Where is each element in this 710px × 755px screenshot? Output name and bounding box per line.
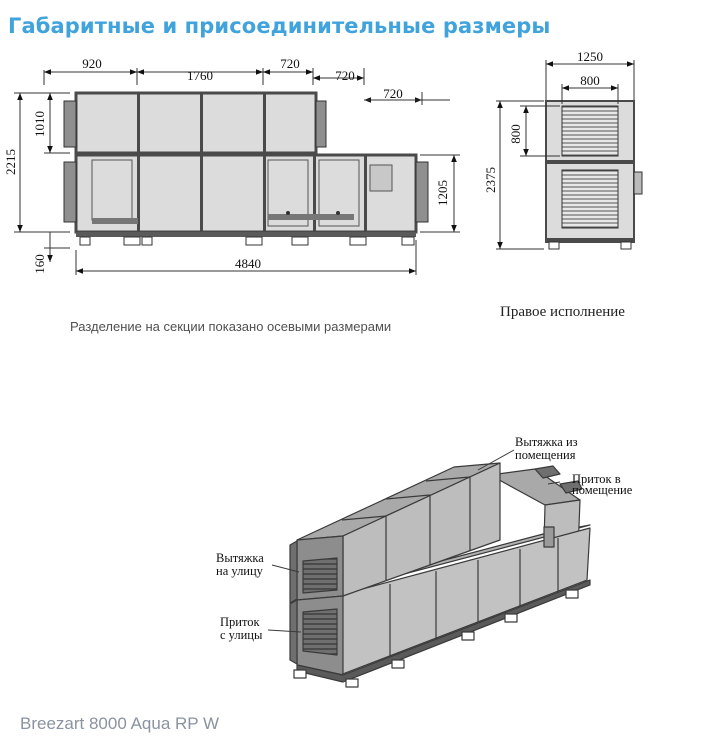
isometric-labels: Вытяжка из помещения Приток в помещение … (216, 435, 633, 642)
label-supply-from-outside-2: с улицы (220, 628, 263, 642)
dim-720-a: 720 (280, 56, 300, 71)
end-view-dimensions: 1250 800 800 2375 (483, 49, 603, 193)
model-name-footer: Breezart 8000 Aqua RP W (20, 714, 220, 733)
dim-1010: 1010 (32, 111, 47, 137)
dim-1760: 1760 (187, 68, 213, 83)
dim-800-height: 800 (508, 124, 523, 144)
label-supply-to-room-1: Приток в (572, 472, 621, 486)
label-exhaust-from-room-2: помещения (515, 448, 576, 462)
side-view-dimensions: 920 1760 720 720 720 4840 2215 1010 1205… (3, 56, 450, 274)
isometric-view (267, 449, 591, 688)
label-supply-to-room-2: помещение (572, 483, 633, 497)
label-exhaust-outside-1: Вытяжка (216, 551, 264, 565)
dim-4840: 4840 (235, 256, 261, 271)
label-exhaust-from-room-1: Вытяжка из (515, 435, 578, 449)
dim-800-width: 800 (580, 73, 600, 88)
right-variant-label: Правое исполнение (500, 304, 625, 320)
dim-1205: 1205 (435, 180, 450, 206)
end-view (496, 60, 643, 250)
label-exhaust-outside-2: на улицу (216, 564, 264, 578)
dim-1250: 1250 (577, 49, 603, 64)
side-view (14, 68, 460, 275)
dim-160: 160 (32, 254, 47, 274)
dim-920: 920 (82, 56, 102, 71)
label-supply-from-outside-1: Приток (220, 615, 261, 629)
dim-720-c: 720 (383, 86, 403, 101)
dim-2215: 2215 (3, 149, 18, 175)
dim-2375: 2375 (483, 167, 498, 193)
dim-720-b: 720 (335, 68, 355, 83)
page-title: Габаритные и присоединительные размеры (8, 14, 551, 38)
sections-note: Разделение на секции показано осевыми ра… (70, 319, 392, 334)
